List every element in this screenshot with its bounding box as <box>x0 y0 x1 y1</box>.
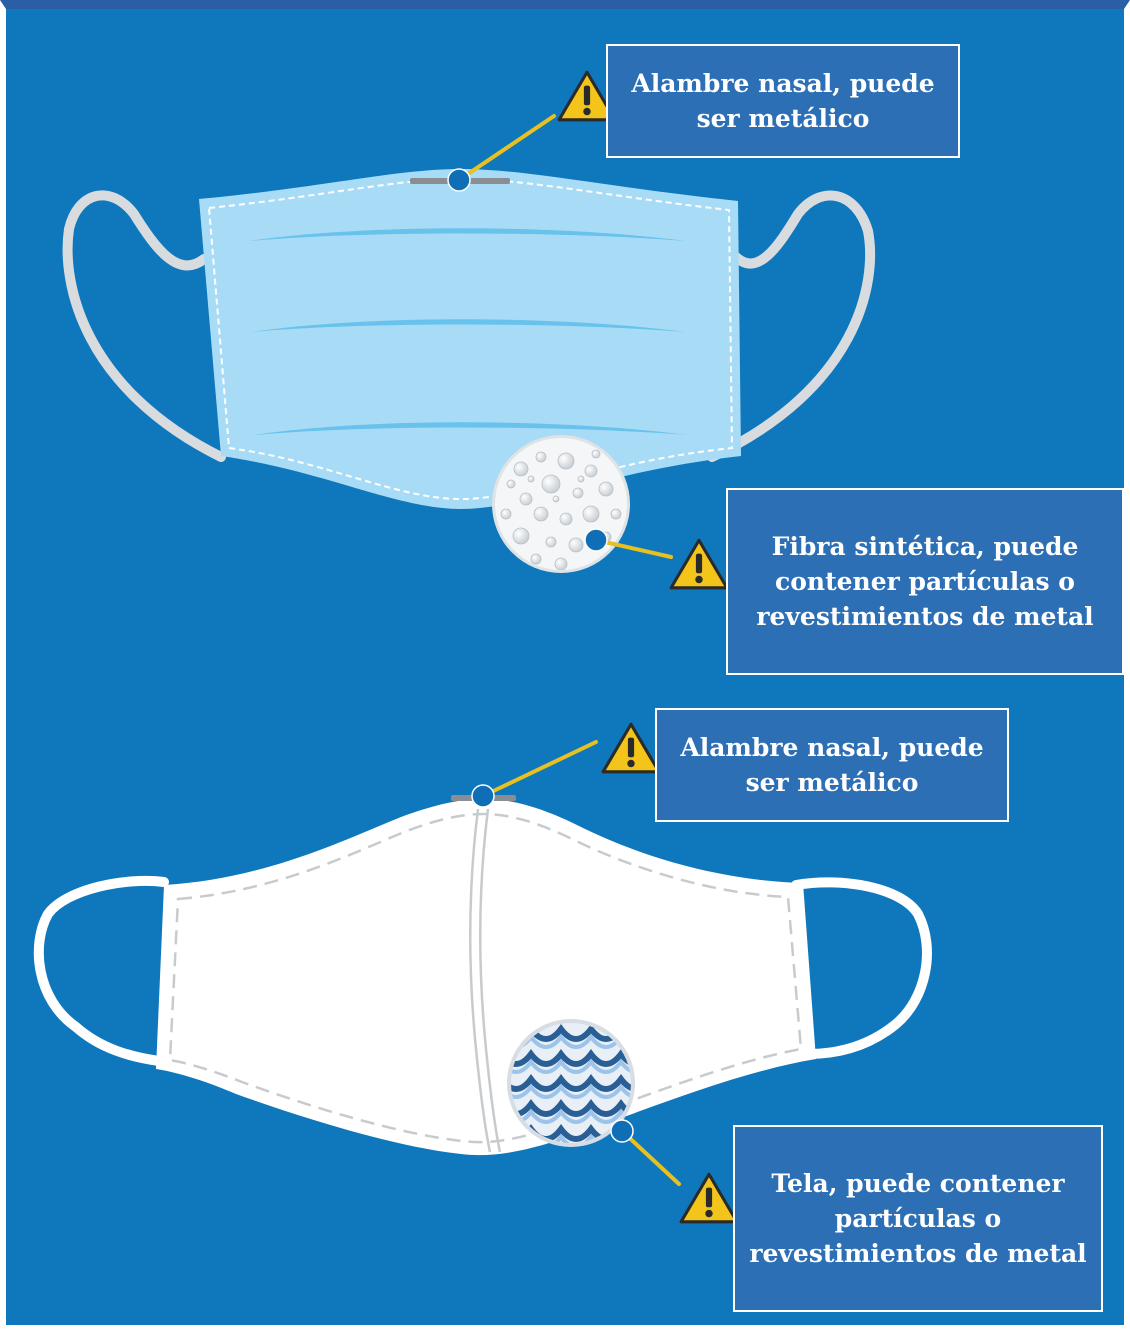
warning-icon <box>603 724 659 772</box>
callout-surgical-fiber: Fibra sintética, puede contener partícul… <box>726 488 1124 675</box>
callout-text: Fibra sintética, puede contener partícul… <box>742 529 1108 634</box>
marker-cloth-nose <box>472 785 494 807</box>
callout-text: Tela, puede contener partículas o revest… <box>749 1166 1087 1271</box>
marker-cloth-fabric <box>611 1120 633 1142</box>
marker-surgical-fiber <box>585 529 607 551</box>
marker-surgical-nose <box>448 169 470 191</box>
warning-icon <box>671 540 727 588</box>
callout-text: Alambre nasal, puede ser metálico <box>622 66 944 136</box>
callout-cloth-nose-wire: Alambre nasal, puede ser metálico <box>655 708 1009 822</box>
callout-surgical-nose-wire: Alambre nasal, puede ser metálico <box>606 44 960 158</box>
cloth-mask <box>39 795 927 1155</box>
warning-icon <box>681 1174 737 1222</box>
callout-cloth-fabric: Tela, puede contener partículas o revest… <box>733 1125 1103 1312</box>
cloth-mask-body <box>156 799 816 1155</box>
surgical-mask <box>68 169 870 509</box>
fiber-zoom-circle <box>492 435 630 573</box>
leader-line-surgical-nose <box>459 116 554 180</box>
cloth-ear-loop-left <box>39 881 164 1061</box>
cloth-ear-loop-right <box>796 882 927 1054</box>
callout-text: Alambre nasal, puede ser metálico <box>671 730 993 800</box>
surgical-ear-loop-left <box>68 195 221 457</box>
leader-line-cloth-nose <box>483 742 596 796</box>
